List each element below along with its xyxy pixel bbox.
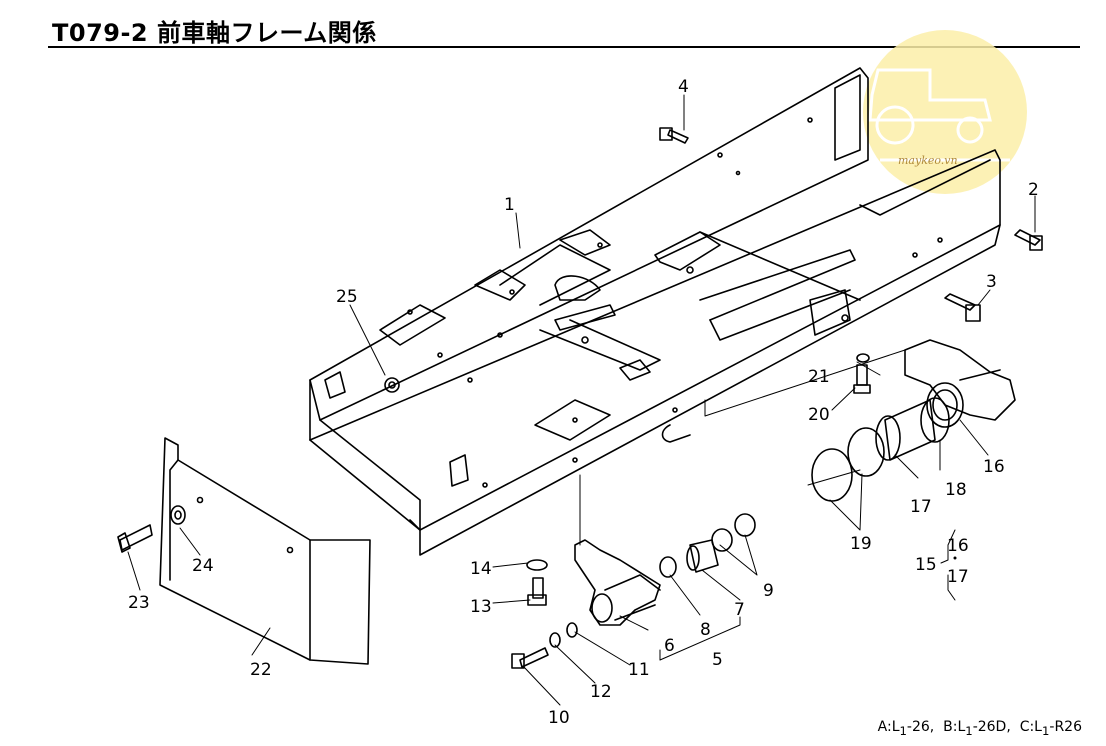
model-b-prefix: B:L <box>943 719 966 736</box>
bolt-4 <box>659 127 689 144</box>
model-c-suffix: -R26 <box>1049 719 1082 736</box>
callout-6: 6 <box>664 636 675 656</box>
callout-25: 25 <box>336 287 358 307</box>
callout-16-ref: 16 <box>947 536 969 556</box>
bushings-7-8-9 <box>659 513 756 578</box>
bolt-10-washers <box>511 622 578 669</box>
model-b-suffix: -26D, <box>972 719 1020 736</box>
frame-assembly <box>309 67 1001 556</box>
page-title: T079-2 前車軸フレーム関係 <box>52 19 377 47</box>
bolt-13-14 <box>526 559 548 606</box>
callout-21: 21 <box>808 367 830 387</box>
callout-labels: 1 2 3 4 5 6 7 8 9 10 11 12 13 14 15 16 1… <box>128 77 1039 728</box>
watermark-logo: maykeo.vn <box>863 30 1027 194</box>
bolt-20-21 <box>853 353 871 394</box>
model-note: A:L1-26, B:L1-26D, C:L1-R26 <box>878 719 1082 738</box>
callout-22: 22 <box>250 660 272 680</box>
model-c-prefix: C:L <box>1019 719 1042 736</box>
callout-17: 17 <box>910 497 932 517</box>
front-guard-plate <box>159 437 371 665</box>
callout-8: 8 <box>700 620 711 640</box>
callout-17-ref: 17 <box>947 567 969 587</box>
callout-15: 15 <box>915 555 937 575</box>
callout-10: 10 <box>548 708 570 728</box>
callout-14: 14 <box>470 559 492 579</box>
rear-axle-bracket <box>904 339 1016 428</box>
callout-18: 18 <box>945 480 967 500</box>
callout-2: 2 <box>1028 180 1039 200</box>
callout-12: 12 <box>590 682 612 702</box>
bushings-17-18-19 <box>811 397 950 502</box>
model-b-sub: 1 <box>965 724 973 738</box>
model-a-prefix: A:L <box>877 719 900 736</box>
leader-lines <box>127 94 1036 706</box>
front-axle-bracket <box>574 539 661 626</box>
model-a-suffix: -26, <box>906 719 944 736</box>
callout-1: 1 <box>504 195 515 215</box>
callout-23: 23 <box>128 593 150 613</box>
callout-19: 19 <box>850 534 872 554</box>
callout-4: 4 <box>678 77 689 97</box>
callout-13: 13 <box>470 597 492 617</box>
model-c-sub: 1 <box>1041 724 1050 738</box>
bolt-3 <box>944 293 981 322</box>
reference-dot <box>953 556 957 560</box>
callout-3: 3 <box>986 272 997 292</box>
callout-7: 7 <box>734 600 745 620</box>
model-a-sub: 1 <box>899 724 907 738</box>
callout-16: 16 <box>983 457 1005 477</box>
watermark-text: maykeo.vn <box>898 154 958 167</box>
callout-9: 9 <box>763 581 774 601</box>
callout-11: 11 <box>628 660 650 680</box>
callout-20: 20 <box>808 405 830 425</box>
callout-5: 5 <box>712 650 723 670</box>
callout-24: 24 <box>192 556 214 576</box>
bolt-23 <box>117 505 186 553</box>
title-rule <box>48 46 1080 48</box>
bolt-2 <box>1014 229 1043 251</box>
